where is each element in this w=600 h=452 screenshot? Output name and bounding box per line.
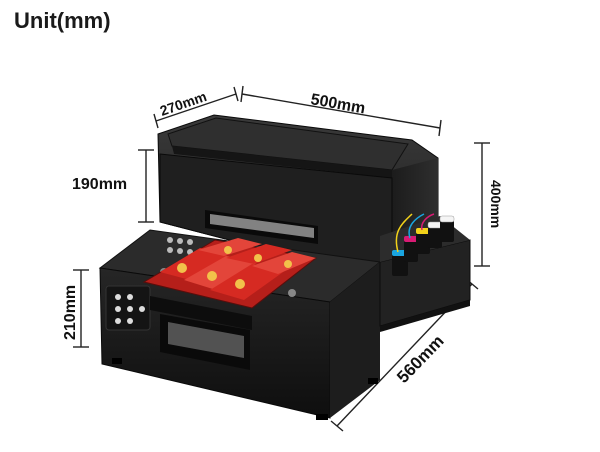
- dimension-400-label: 400mm: [488, 180, 504, 228]
- button-icon: [115, 294, 121, 300]
- button-icon: [167, 247, 173, 253]
- button-icon: [115, 318, 121, 324]
- button-icon: [187, 239, 193, 245]
- button-icon: [177, 238, 183, 244]
- button-icon: [167, 237, 173, 243]
- button-icon: [177, 248, 183, 254]
- button-icon: [139, 306, 145, 312]
- button-icon: [127, 306, 133, 312]
- dimension-210-line: [73, 269, 89, 348]
- ink-bottle-icon: [404, 236, 418, 262]
- ink-bottle-icon: [416, 228, 430, 254]
- dimension-500-line: [240, 85, 442, 137]
- dimension-400-line: [474, 142, 490, 267]
- ink-bottle-icon: [427, 221, 443, 248]
- dimension-270-label: 270mm: [158, 88, 209, 119]
- button-icon: [127, 294, 133, 300]
- unit-title: Unit(mm): [14, 8, 111, 33]
- dimension-210-label: 210mm: [62, 285, 79, 340]
- ink-bottle-icon: [439, 215, 455, 242]
- print-tray: [142, 238, 318, 330]
- ink-bottles: [392, 213, 455, 276]
- dimension-190-label: 190mm: [72, 176, 127, 193]
- dimension-500-label: 500mm: [309, 91, 366, 117]
- dimension-190-line: [138, 149, 154, 223]
- button-icon: [115, 306, 121, 312]
- printer-body: [98, 114, 471, 420]
- button-icon: [127, 318, 133, 324]
- knob-icon: [288, 289, 296, 297]
- dimension-270-line: [153, 86, 239, 129]
